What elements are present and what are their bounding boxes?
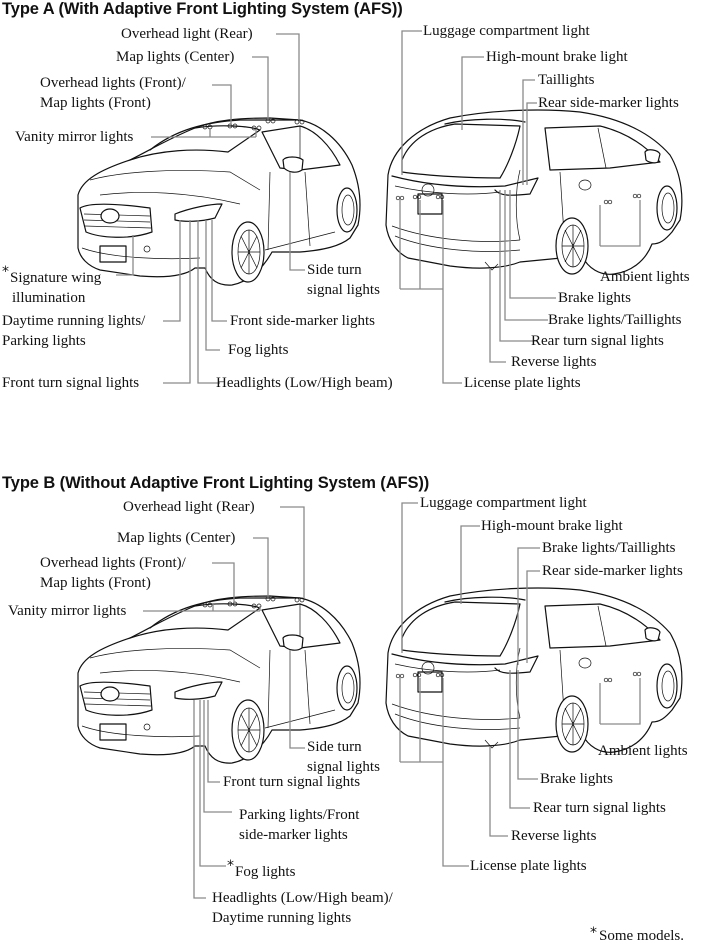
label-fog-lights: *Fog lights: [227, 858, 296, 880]
label-headlights: Headlights (Low/High beam): [216, 375, 393, 391]
label-ambient-lights: Ambient lights: [598, 743, 688, 759]
footnote: *Some models.: [590, 925, 684, 944]
label-reverse-lights: Reverse lights: [511, 828, 597, 844]
label-rear-side-marker-lights: Rear side-marker lights: [542, 563, 683, 579]
rear-car-drawing-a: [385, 109, 683, 275]
label-brake-lights-taillights: Brake lights/Taillights: [548, 312, 682, 328]
label-overhead-lights-front: Overhead lights (Front)/ Map lights (Fro…: [40, 75, 186, 111]
label-taillights: Taillights: [538, 72, 595, 88]
label-signature-wing: *Signature wing illumination: [2, 264, 102, 306]
asterisk-icon: *: [227, 858, 234, 874]
section-title-type-a: Type A (With Adaptive Front Lighting Sys…: [2, 0, 403, 18]
label-map-lights-center: Map lights (Center): [116, 49, 235, 65]
rear-car-drawing-b: [385, 587, 683, 753]
label-high-mount-brake-light: High-mount brake light: [486, 49, 628, 65]
leader-lines-b-rear: [399, 502, 641, 867]
label-overhead-light-rear: Overhead light (Rear): [123, 499, 255, 515]
label-side-turn-signal-lights: Side turn signal lights: [307, 739, 380, 775]
label-license-plate-lights: License plate lights: [464, 375, 581, 391]
label-headlights-drl: Headlights (Low/High beam)/ Daytime runn…: [212, 890, 393, 926]
label-vanity-mirror-lights: Vanity mirror lights: [8, 603, 127, 619]
label-brake-lights-taillights: Brake lights/Taillights: [542, 540, 676, 556]
label-luggage-compartment-light: Luggage compartment light: [420, 495, 587, 511]
label-daytime-running-lights: Daytime running lights/ Parking lights: [2, 313, 146, 349]
label-front-side-marker-lights: Front side-marker lights: [230, 313, 375, 329]
label-license-plate-lights: License plate lights: [470, 858, 587, 874]
label-rear-turn-signal-lights: Rear turn signal lights: [533, 800, 666, 816]
asterisk-icon: *: [590, 925, 597, 941]
label-rear-side-marker-lights: Rear side-marker lights: [538, 95, 679, 111]
label-brake-lights: Brake lights: [558, 290, 631, 306]
leader-lines-a-front: [116, 33, 305, 384]
label-overhead-light-rear: Overhead light (Rear): [121, 26, 253, 42]
label-front-turn-signal-lights: Front turn signal lights: [223, 774, 361, 790]
section-title-type-b: Type B (Without Adaptive Front Lighting …: [2, 474, 430, 492]
label-front-turn-signal-lights: Front turn signal lights: [2, 375, 140, 391]
leader-lines-a-rear: [399, 30, 641, 384]
label-luggage-compartment-light: Luggage compartment light: [423, 23, 590, 39]
label-high-mount-brake-light: High-mount brake light: [481, 518, 623, 534]
label-side-turn-signal-lights: Side turn signal lights: [307, 262, 380, 298]
leader-lines-b-front: [143, 506, 305, 899]
label-vanity-mirror-lights: Vanity mirror lights: [15, 129, 134, 145]
label-brake-lights: Brake lights: [540, 771, 613, 787]
asterisk-icon: *: [2, 264, 9, 280]
label-rear-turn-signal-lights: Rear turn signal lights: [531, 333, 664, 349]
label-overhead-lights-front: Overhead lights (Front)/ Map lights (Fro…: [40, 555, 186, 591]
label-map-lights-center: Map lights (Center): [117, 530, 236, 546]
label-ambient-lights: Ambient lights: [600, 269, 690, 285]
label-fog-lights: Fog lights: [228, 342, 289, 358]
label-parking-front-side-marker-lights: Parking lights/Front side-marker lights: [239, 807, 360, 843]
label-reverse-lights: Reverse lights: [511, 354, 597, 370]
